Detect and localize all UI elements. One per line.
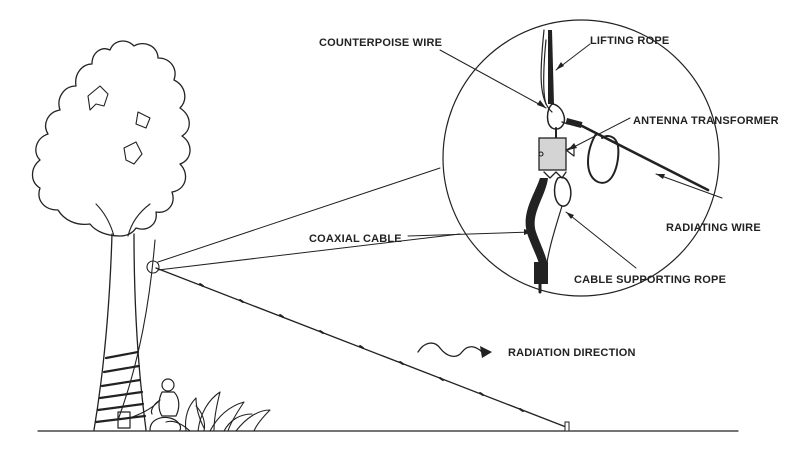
detail-inset-circle: [442, 19, 720, 297]
inset-top-clip: [546, 103, 566, 130]
label-lifting-rope: LIFTING ROPE: [590, 35, 669, 47]
radiating-wire-run: [155, 267, 570, 432]
coaxial-cable-leader: [407, 231, 533, 237]
supporting-rope-leader: [565, 211, 637, 269]
attach-point-circle: [146, 260, 160, 274]
tree: [31, 40, 191, 431]
radiation-direction-arrow: [417, 342, 492, 358]
label-cable-supporting-rope: CABLE SUPPORTING ROPE: [574, 274, 726, 286]
operator-figure: [117, 378, 182, 431]
radiating-wire-leader: [655, 173, 723, 199]
inset-insulator: [565, 118, 583, 128]
inset-wire-loop: [587, 133, 620, 184]
transformer-leader: [567, 117, 631, 151]
inset-coaxial-cable: [525, 178, 548, 270]
inset-lifting-rope: [548, 30, 554, 104]
label-coaxial-cable: COAXIAL CABLE: [309, 233, 402, 245]
inset-radiating-wire: [580, 124, 710, 192]
inset-cable-supporting-rope: [545, 205, 563, 271]
ground-stake: [564, 421, 570, 432]
tree-foliage: [31, 40, 191, 237]
inset-counterpoise-wire: [540, 29, 553, 113]
inset-cable-connector: [534, 262, 548, 284]
trunk-hatching: [94, 350, 147, 424]
tree-hole: [87, 85, 109, 111]
label-radiating-wire: RADIATING WIRE: [666, 222, 761, 234]
inset-leader-top: [157, 167, 441, 263]
bushes: [165, 391, 271, 432]
label-antenna-transformer: ANTENNA TRANSFORMER: [633, 115, 779, 127]
tree-hole: [123, 141, 143, 165]
tree-branch: [95, 203, 151, 237]
counterpoise-leader: [439, 49, 547, 109]
tree-hole: [135, 111, 151, 129]
inset-leader-bottom: [157, 233, 461, 271]
inset-lower-clip: [553, 176, 572, 207]
tree-trunk: [93, 233, 147, 431]
label-counterpoise-wire: COUNTERPOISE WIRE: [319, 37, 442, 49]
label-radiation-direction: RADIATION DIRECTION: [508, 347, 636, 359]
